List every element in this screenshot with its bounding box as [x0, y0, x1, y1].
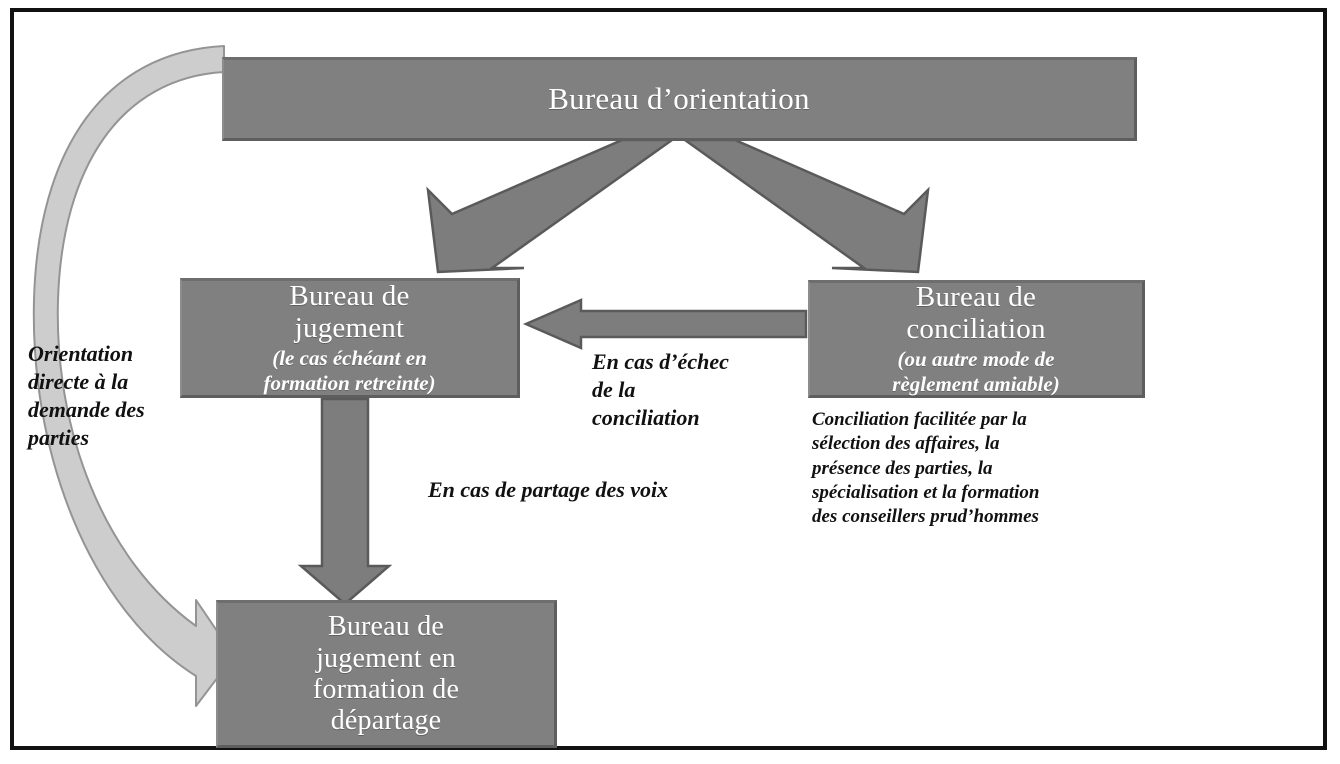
node-bureau-jugement[interactable]: Bureau de jugement (le cas échéant en fo… [180, 278, 520, 398]
node-departage-title-line2: jugement en [316, 642, 456, 674]
node-departage-title-line4: départage [330, 705, 442, 737]
note-conciliation-detail: Conciliation facilitée par la sélection … [812, 408, 1142, 530]
node-conciliation-subtitle-line1: (ou autre mode de [897, 346, 1055, 371]
node-conciliation-title-line2: conciliation [906, 313, 1046, 346]
note-echec-line1: En cas d’échec [592, 349, 729, 374]
node-jugement-subtitle-line1: (le cas échéant en [272, 345, 427, 370]
node-orientation-title: Bureau d’orientation [548, 80, 810, 116]
note-orientation-directe-line1: Orientation [28, 341, 134, 366]
node-conciliation-title-line1: Bureau de [915, 281, 1037, 314]
node-jugement-title-line1: Bureau de [289, 280, 410, 313]
note-conciliation-detail-line4: spécialisation et la formation [812, 481, 1040, 503]
edge-orientation-to-departage-curved-arrow [32, 45, 235, 707]
note-orientation-directe-line2: directe à la [28, 369, 129, 395]
edge-conciliation-to-jugement-arrow [522, 298, 808, 350]
node-bureau-orientation[interactable]: Bureau d’orientation [222, 57, 1137, 141]
note-partage-line1: En cas de partage des voix [428, 477, 669, 502]
note-orientation-directe-line4: parties [28, 425, 90, 451]
note-conciliation-detail-line1: Conciliation facilitée par la [812, 409, 1027, 430]
node-conciliation-subtitle-line2: règlement amiable) [892, 372, 1060, 397]
node-jugement-subtitle-line2: formation retreinte) [263, 371, 436, 396]
note-conciliation-detail-line2: sélection des affaires, la [812, 433, 1000, 455]
note-echec-line3: conciliation [592, 405, 700, 431]
note-orientation-directe-line3: demande des [28, 397, 145, 423]
node-bureau-jugement-departage[interactable]: Bureau de jugement en formation de dépar… [216, 600, 557, 748]
note-conciliation-detail-line5: des conseillers prud’hommes [812, 506, 1039, 528]
node-departage-title-line3: formation de [312, 674, 460, 705]
node-jugement-title-line2: jugement [294, 312, 405, 345]
note-orientation-directe: Orientation directe à la demande des par… [28, 340, 193, 453]
note-conciliation-detail-line3: présence des parties, la [812, 457, 993, 479]
node-bureau-conciliation[interactable]: Bureau de conciliation (ou autre mode de… [808, 280, 1145, 398]
note-echec-conciliation: En cas d’échec de la conciliation [592, 348, 792, 432]
edge-orientation-to-conciliation-arrow [681, 138, 930, 274]
node-departage-title-line1: Bureau de [327, 611, 445, 643]
edge-orientation-to-jugement-arrow [426, 138, 676, 274]
edge-jugement-to-departage-arrow [297, 397, 393, 606]
note-echec-line2: de la [592, 377, 636, 403]
note-partage-des-voix: En cas de partage des voix [428, 476, 758, 504]
